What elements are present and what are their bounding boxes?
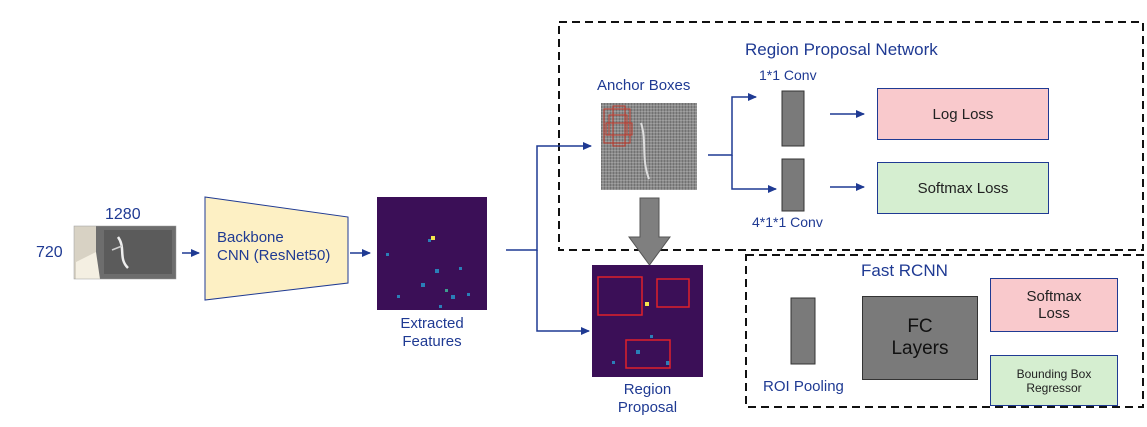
- region-proposal-line1: Region: [623, 381, 672, 398]
- region-proposal-boxes: [597, 276, 690, 369]
- fc-layers-box: FC Layers: [862, 296, 978, 380]
- input-image: [73, 225, 177, 280]
- bbox-line1: Bounding Box: [1016, 366, 1092, 381]
- log-loss-label: Log Loss: [932, 105, 994, 123]
- arrow-anchor-to-proposal: [628, 197, 671, 266]
- arrow-anchor-to-conv-top: [708, 93, 757, 156]
- feature-map-dots: [386, 236, 470, 308]
- input-height-label: 720: [36, 244, 63, 261]
- bbox-line2: Regressor: [1026, 380, 1082, 395]
- region-proposal-map: [592, 265, 703, 377]
- extracted-feature-map: [377, 197, 487, 310]
- fc-line1: FC: [907, 316, 933, 337]
- anchor-boxes-label: Anchor Boxes: [597, 77, 691, 94]
- arrow-features-to-proposal: [536, 250, 590, 335]
- conv-4x1x1-bar: [781, 158, 805, 212]
- arrow-anchor-to-conv-bottom: [731, 155, 777, 193]
- backbone-line2: CNN (ResNet50): [217, 247, 331, 264]
- fast-softmax-line1: Softmax: [1026, 288, 1082, 305]
- roi-pooling-label: ROI Pooling: [763, 378, 844, 395]
- anchor-box-overlays: [603, 105, 650, 180]
- extracted-line2: Features: [402, 333, 462, 350]
- region-proposal-line2: Proposal: [617, 399, 678, 416]
- backbone-line1: Backbone: [217, 229, 284, 246]
- log-loss-box: Log Loss: [877, 88, 1049, 140]
- rpn-title: Region Proposal Network: [745, 40, 938, 59]
- conv-1x1-bar: [781, 90, 805, 147]
- bbox-regressor-box: Bounding Box Regressor: [990, 355, 1118, 406]
- fast-softmax-line2: Loss: [1038, 305, 1070, 322]
- fc-line2: Layers: [891, 338, 949, 359]
- roi-pooling-bar: [790, 297, 816, 365]
- conv-top-label: 1*1 Conv: [759, 67, 817, 83]
- fast-rcnn-title: Fast RCNN: [861, 261, 948, 280]
- rpn-frame: [558, 21, 1144, 251]
- softmax-loss-box: Softmax Loss: [877, 162, 1049, 214]
- fast-rcnn-frame: [745, 254, 1144, 408]
- backbone-cnn-shape: [204, 196, 349, 301]
- fast-softmax-loss-box: Softmax Loss: [990, 278, 1118, 332]
- extracted-line1: Extracted: [400, 315, 464, 332]
- input-width-label: 1280: [105, 206, 141, 223]
- anchor-boxes-image: [601, 103, 697, 190]
- softmax-loss-label: Softmax Loss: [917, 179, 1009, 197]
- conv-bottom-label: 4*1*1 Conv: [752, 214, 823, 230]
- arrow-features-to-anchor: [506, 142, 592, 251]
